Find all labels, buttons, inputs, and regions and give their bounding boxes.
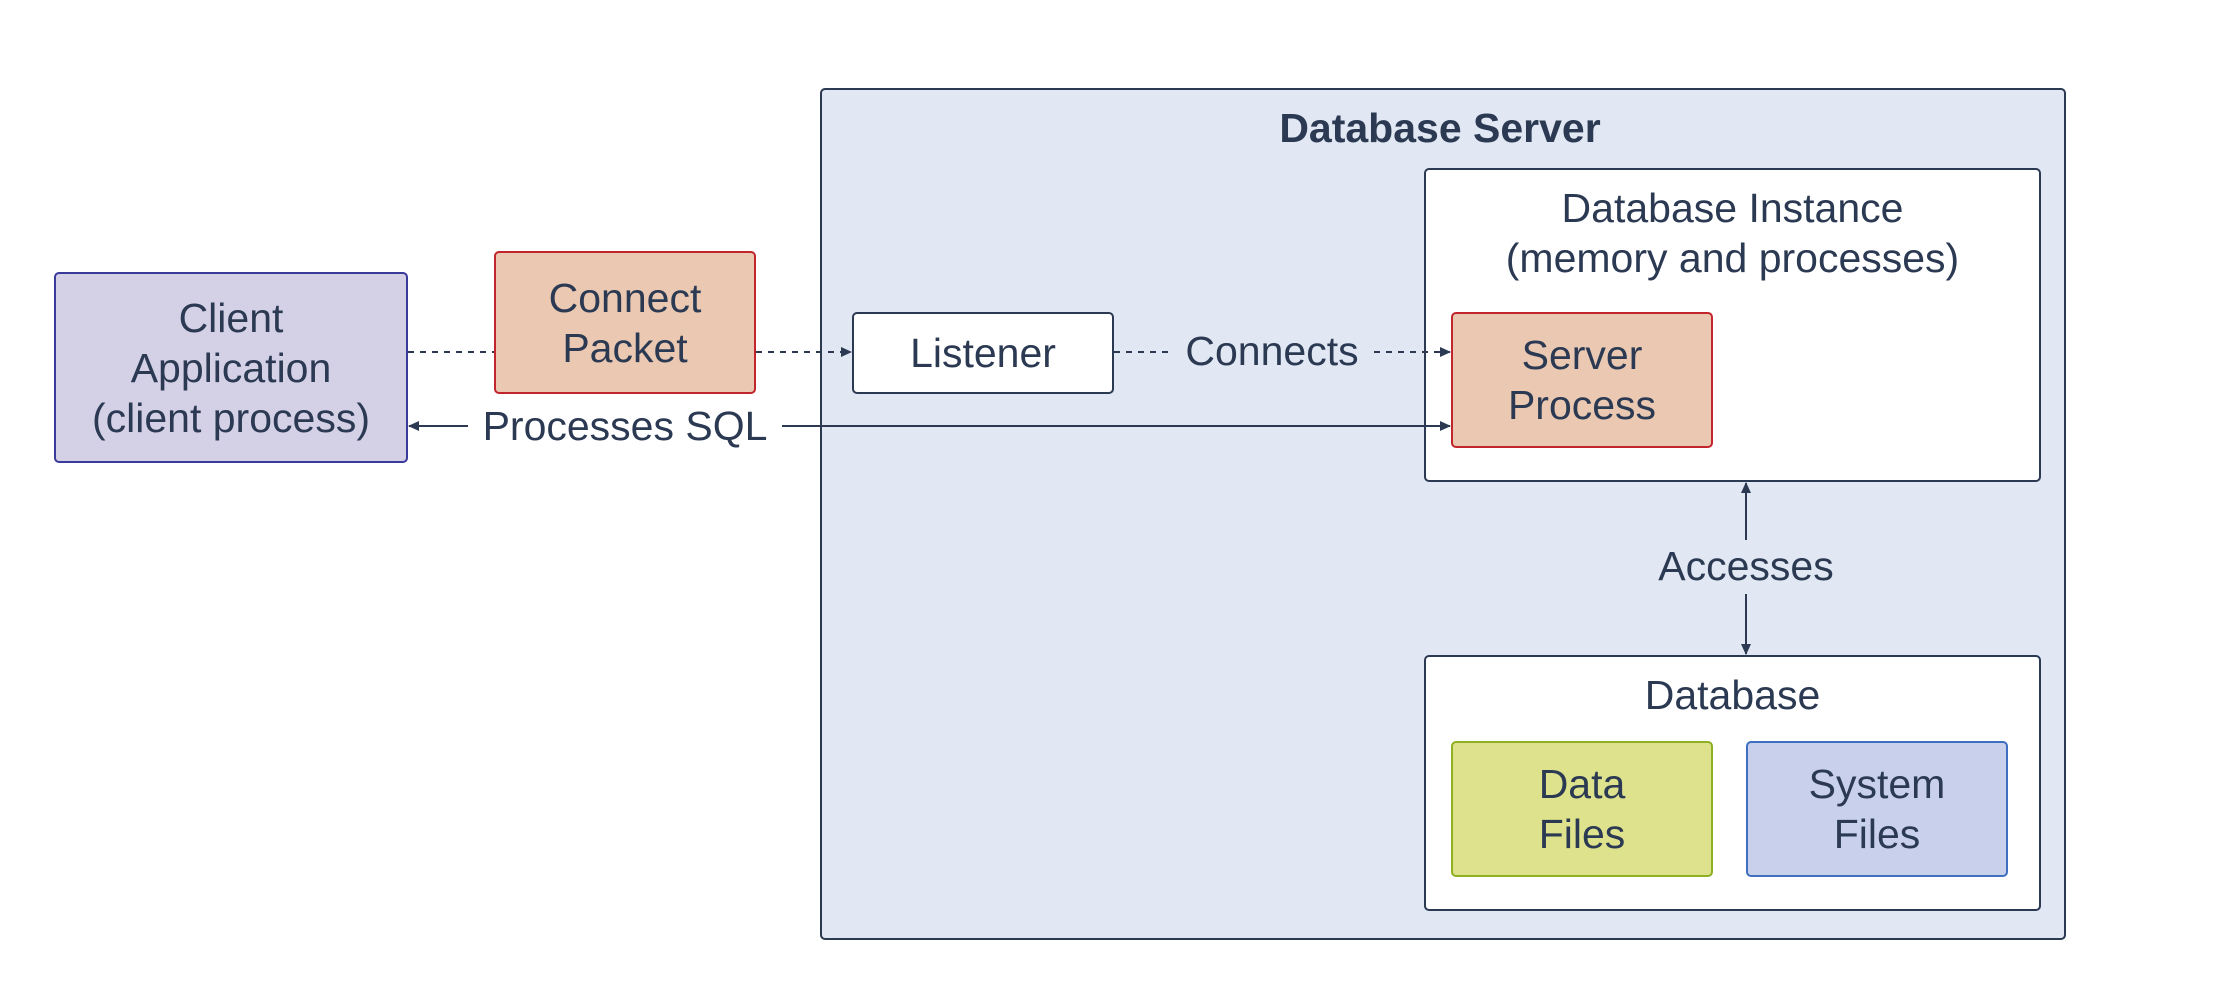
connect-packet-line2: Packet <box>562 324 688 371</box>
accesses-edge-label: Accesses <box>1658 543 1834 589</box>
data-files-line1: Data <box>1538 761 1626 807</box>
listener-box: Listener <box>852 312 1114 394</box>
client-line3: (client process) <box>92 394 370 441</box>
connect-packet-line1: Connect <box>548 274 702 321</box>
system-files-line1: System <box>1808 761 1946 807</box>
database-instance-line1: Database Instance <box>1561 185 1904 231</box>
database-instance-title: Database Instance (memory and processes) <box>1424 183 2041 283</box>
client-line1: Client <box>178 294 284 341</box>
data-files-box: Data Files <box>1451 741 1713 877</box>
client-line2: Application <box>130 344 332 391</box>
server-process-box: Server Process <box>1451 312 1713 448</box>
client-application-box: Client Application (client process) <box>54 272 408 463</box>
data-files-line2: Files <box>1538 811 1626 857</box>
system-files-box: System Files <box>1746 741 2008 877</box>
listener-label: Listener <box>910 330 1056 376</box>
database-title: Database <box>1644 672 1821 718</box>
system-files-line2: Files <box>1833 811 1921 857</box>
processes-sql-edge-label: Processes SQL <box>482 403 768 449</box>
database-instance-line2: (memory and processes) <box>1505 235 1960 281</box>
connects-edge-label: Connects <box>1185 328 1359 374</box>
connect-packet-box: Connect Packet <box>494 251 756 394</box>
database-server-title: Database Server <box>1279 105 1601 151</box>
server-process-line1: Server <box>1521 332 1643 378</box>
server-process-line2: Process <box>1507 382 1657 428</box>
